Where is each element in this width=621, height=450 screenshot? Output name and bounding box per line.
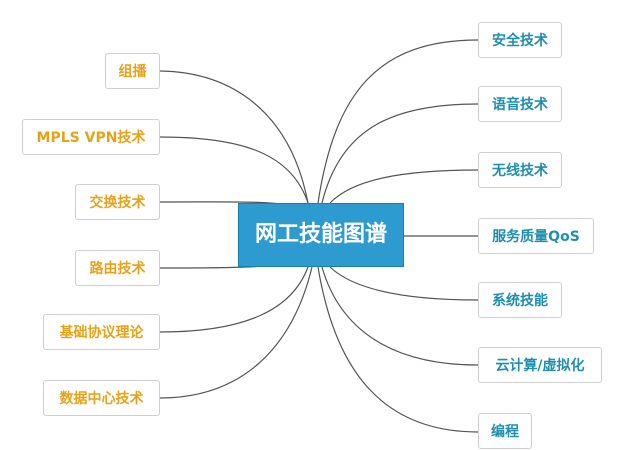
node-right-programming[interactable]: 编程	[478, 413, 532, 449]
node-left-routing[interactable]: 路由技术	[75, 250, 160, 286]
connector-right-5	[329, 266, 479, 301]
node-left-datacenter[interactable]: 数据中心技术	[43, 380, 160, 416]
connector-right-7	[317, 266, 479, 433]
center-node[interactable]: 网工技能图谱	[238, 203, 404, 267]
node-left-multicast[interactable]: 组播	[105, 53, 160, 89]
connector-right-3	[329, 169, 479, 204]
node-right-system[interactable]: 系统技能	[478, 282, 562, 318]
connector-left-5	[159, 266, 309, 333]
connector-right-2	[321, 103, 479, 204]
connector-left-1	[159, 70, 309, 204]
node-right-wireless[interactable]: 无线技术	[478, 152, 562, 188]
node-left-mpls-vpn[interactable]: MPLS VPN技术	[22, 119, 160, 155]
connector-right-6	[321, 266, 479, 366]
node-right-cloud[interactable]: 云计算/虚拟化	[478, 347, 602, 383]
connector-left-6	[159, 266, 313, 399]
connector-left-2	[159, 136, 309, 204]
node-right-qos[interactable]: 服务质量QoS	[478, 218, 594, 254]
connector-right-1	[317, 39, 479, 204]
node-right-security[interactable]: 安全技术	[478, 22, 562, 58]
node-right-voice[interactable]: 语音技术	[478, 86, 562, 122]
node-left-switching[interactable]: 交换技术	[75, 184, 160, 220]
node-left-protocol-theory[interactable]: 基础协议理论	[43, 314, 160, 350]
